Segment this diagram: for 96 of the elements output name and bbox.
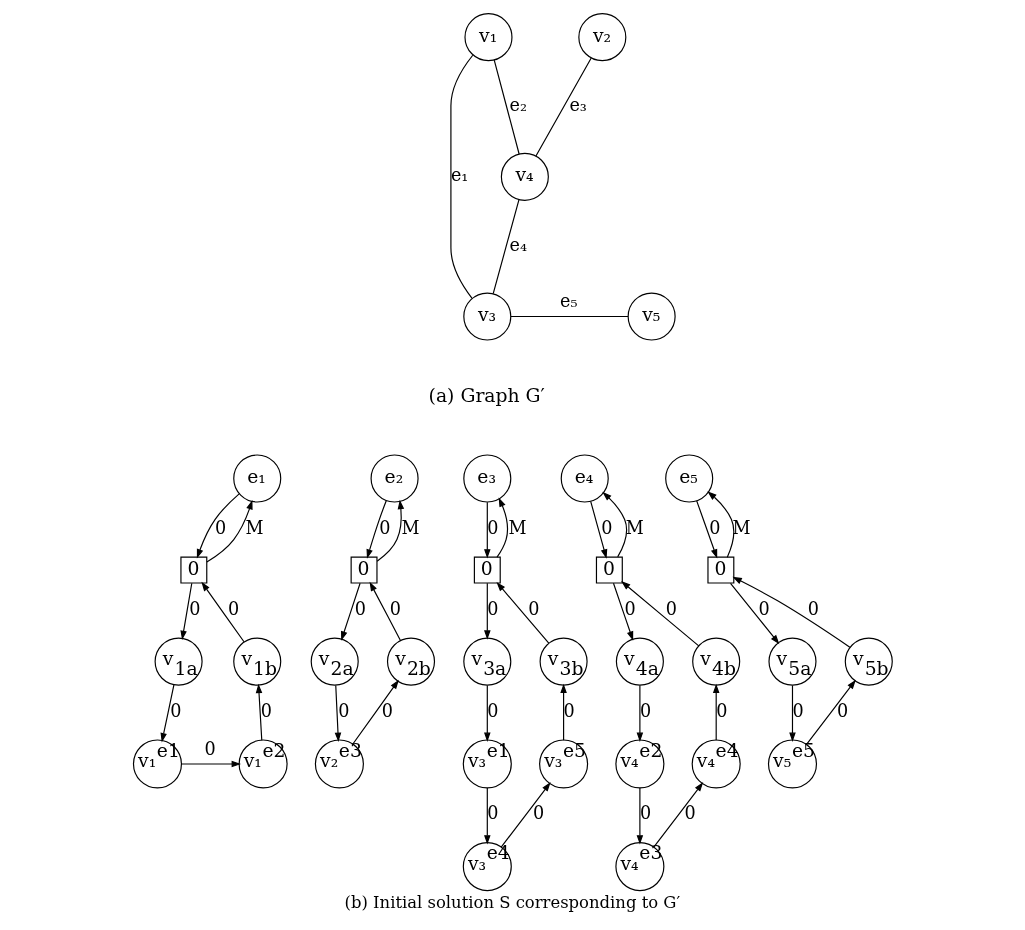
arrow — [179, 582, 192, 640]
edge-label: 0 — [624, 598, 636, 619]
node-circle: v₁ — [463, 12, 513, 61]
node-circle: v₅ — [627, 291, 676, 341]
arrow — [483, 786, 491, 845]
edge-label: e₄ — [509, 234, 527, 255]
edge-label: 0 — [486, 700, 498, 721]
edge-label: 0 — [807, 598, 819, 619]
arrow — [483, 582, 491, 640]
arrow — [255, 683, 262, 741]
arrow — [340, 582, 361, 641]
node-box: 0 — [473, 556, 501, 584]
arrow — [500, 781, 551, 848]
edge-label: e₂ — [509, 94, 527, 115]
edge-label: e₅ — [559, 290, 578, 311]
edge-label: M — [507, 517, 526, 538]
arrow — [160, 683, 174, 742]
arrow — [729, 582, 779, 644]
node-box: 0 — [595, 556, 623, 584]
connector — [493, 59, 520, 155]
edge-label: M — [625, 517, 644, 538]
edge-label: 0 — [486, 517, 498, 538]
edge-label: 0 — [563, 700, 575, 721]
arrow — [483, 684, 491, 742]
node-box: 0 — [179, 556, 207, 584]
arrow — [351, 679, 399, 745]
arrow — [788, 684, 796, 742]
edge-label: e₃ — [568, 94, 587, 115]
caption: (b) Initial solution S corresponding to G′ — [344, 892, 680, 912]
edge-label: 0 — [486, 802, 498, 823]
edge-label: 0 — [532, 802, 544, 823]
arrow — [589, 500, 607, 559]
edge-label: M — [401, 517, 420, 538]
edge-label: 0 — [683, 802, 696, 823]
node-circle: v₂ — [577, 12, 626, 61]
arrow — [196, 492, 240, 558]
arrow — [706, 490, 734, 558]
edge-label: 0 — [527, 598, 540, 619]
arrow — [559, 683, 567, 741]
arrow — [366, 499, 387, 559]
arrow — [334, 684, 341, 742]
edge-label: 0 — [757, 598, 770, 619]
edge-label: 0 — [486, 598, 498, 619]
edge-label: 0 — [260, 700, 272, 721]
connector — [534, 56, 592, 157]
edge-label: 0 — [600, 517, 612, 538]
edge-label: 0 — [836, 700, 848, 721]
arrow — [712, 683, 719, 741]
edge-label: 0 — [203, 738, 216, 759]
arrow — [495, 496, 508, 558]
edge-label: 0 — [389, 598, 401, 619]
arrow — [652, 781, 703, 848]
edge-label: 0 — [791, 700, 804, 721]
edge-label: 0 — [381, 700, 393, 721]
arrow — [731, 576, 850, 648]
arrow — [369, 581, 401, 641]
arrow — [205, 499, 253, 562]
edge-label: 0 — [227, 598, 239, 619]
connector — [449, 54, 473, 299]
node-circle: e₅ — [664, 453, 713, 503]
arrow — [695, 499, 717, 559]
node-circle: e₃ — [462, 453, 511, 503]
arrow — [483, 501, 491, 559]
node-circle: v₄ — [500, 152, 549, 201]
arrow — [805, 679, 856, 745]
arrow — [376, 499, 404, 562]
node-circle: e₁ — [232, 453, 281, 503]
node-circle: e₂ — [370, 453, 419, 503]
arrow — [612, 582, 633, 641]
arrow — [200, 581, 245, 642]
edge-label: 0 — [169, 700, 182, 721]
edge-label: 0 — [708, 517, 720, 538]
arrow — [180, 760, 241, 767]
node-box: 0 — [350, 556, 378, 584]
edge-label: 0 — [665, 598, 677, 619]
node-circle: v₃ — [462, 291, 511, 341]
connector — [509, 315, 629, 317]
edge-label: e₁ — [450, 164, 468, 185]
edge-label: 0 — [639, 700, 651, 721]
edge-label: M — [732, 517, 751, 538]
arrow — [620, 580, 699, 646]
connector — [492, 198, 519, 294]
edge-label: 0 — [337, 700, 349, 721]
node-box: 0 — [706, 556, 734, 584]
edge-label: 0 — [214, 517, 226, 538]
edge-label: 0 — [378, 517, 391, 538]
edge-label: 0 — [639, 802, 651, 823]
arrow — [636, 684, 643, 742]
edge-label: 0 — [188, 598, 200, 619]
edge-label: 0 — [715, 700, 727, 721]
arrow — [601, 491, 627, 557]
edge-label: 0 — [354, 598, 366, 619]
edge-label: M — [245, 517, 264, 538]
arrow — [495, 581, 549, 644]
arrow — [636, 786, 643, 845]
label: (a) Graph G′ — [428, 384, 545, 406]
